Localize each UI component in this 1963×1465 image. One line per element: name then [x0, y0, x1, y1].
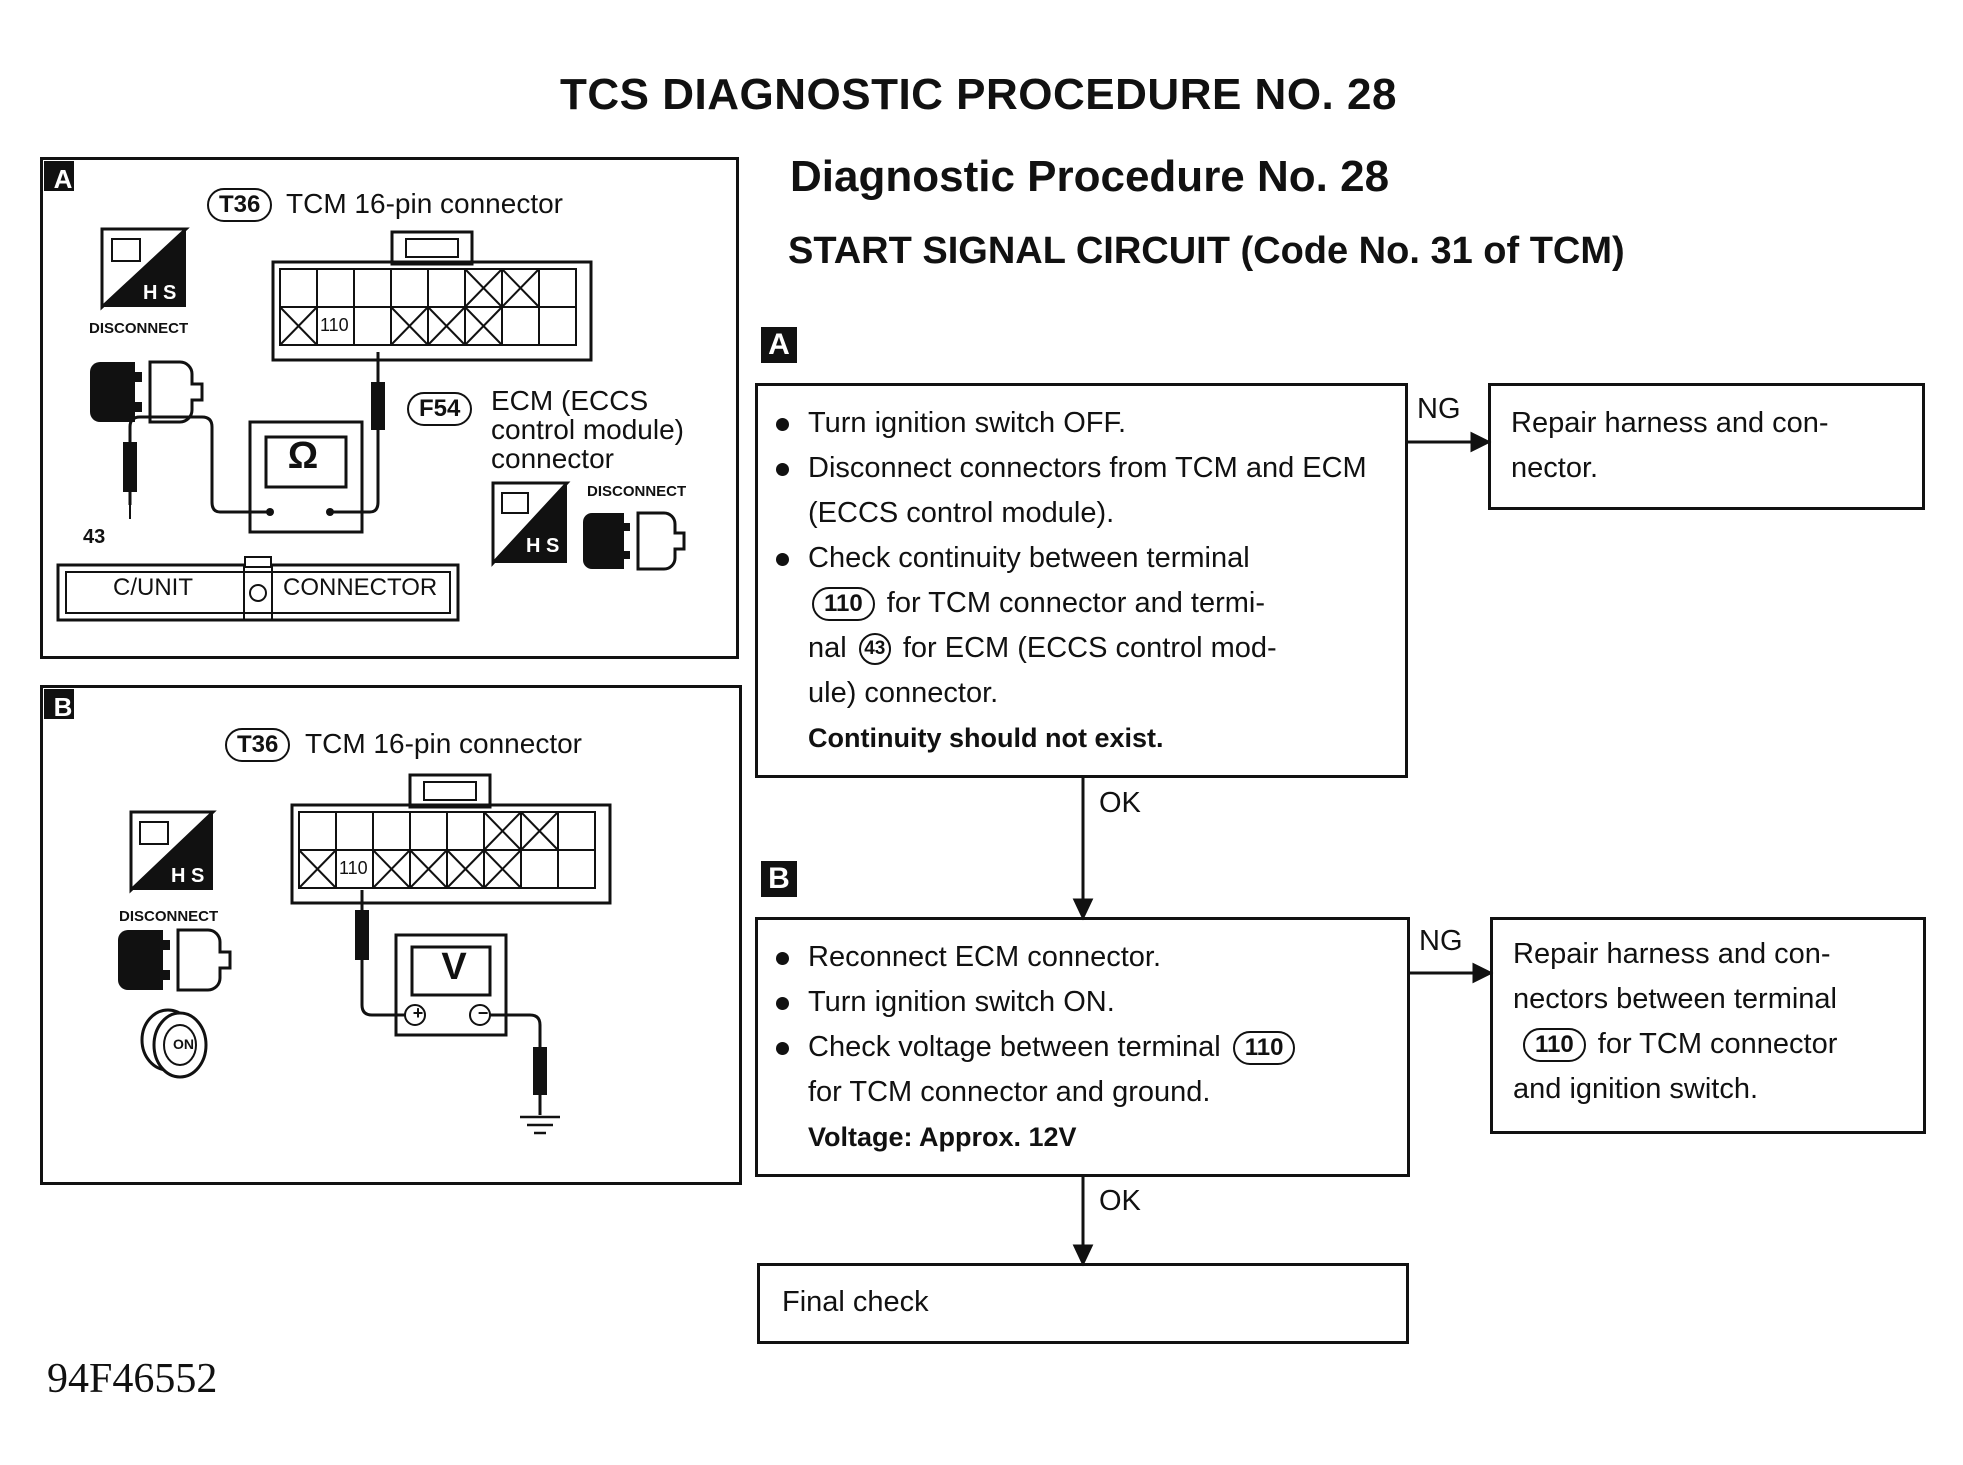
disconnect-icon-a2: [583, 511, 686, 571]
terminal-110-badge-b: 110: [1232, 1031, 1296, 1066]
ground-icon: [520, 1115, 560, 1135]
disconnect-icon-a: [90, 360, 204, 424]
cunit-label: C/UNIT: [113, 574, 193, 601]
result-b-box: Repair harness and con- nectors between …: [1490, 917, 1926, 1134]
minus-terminal: −: [477, 1003, 489, 1023]
disconnect-label-a2: DISCONNECT: [587, 483, 687, 500]
step-b-bullet-1: Reconnect ECM connector.: [772, 935, 1393, 980]
plus-terminal: +: [412, 1003, 424, 1023]
step-a-spec: Continuity should not exist.: [808, 723, 1164, 753]
disconnect-label-a: DISCONNECT: [89, 320, 189, 337]
tcm-label-b: TCM 16-pin connector: [305, 728, 583, 759]
tcm-connector-grid: [279, 268, 577, 346]
hs-icon-a: [100, 227, 190, 311]
step-a-bullet-3: Check continuity between terminal 110 fo…: [772, 536, 1391, 716]
ohmmeter-body: [248, 420, 364, 534]
step-b-spec: Voltage: Approx. 12V: [808, 1122, 1077, 1152]
step-b-bullet-2: Turn ignition switch ON.: [772, 980, 1393, 1025]
hs-icon-b: [129, 810, 217, 894]
probe-wire-110: [330, 352, 380, 514]
tcm-connector-latch: [390, 230, 474, 266]
terminal-110-b: 110: [339, 858, 368, 879]
volt-symbol: V: [441, 946, 467, 988]
ng-label-b: NG: [1419, 925, 1463, 957]
ok-label-a: OK: [1099, 787, 1141, 819]
panel-a-tag-bg: [44, 161, 74, 191]
tcm-ref-a: T36: [207, 188, 273, 222]
terminal-110-badge-c: 110: [1523, 1028, 1586, 1063]
page-title: TCS DIAGNOSTIC PROCEDURE NO. 28: [560, 70, 1397, 119]
ng-label-a: NG: [1417, 393, 1461, 425]
tcm-connector-grid-b: [298, 811, 596, 889]
panel-a-tag: A: [53, 164, 73, 194]
terminal-110-a: 110: [320, 315, 349, 336]
result-a-box: Repair harness and con- nector.: [1488, 383, 1925, 510]
step-b-tag: B: [761, 861, 797, 897]
panel-a-drawing: [44, 161, 686, 622]
probe-wire-110-b: [360, 890, 405, 1017]
step-b-box: Reconnect ECM connector. Turn ignition s…: [755, 917, 1410, 1177]
voltmeter-body: [394, 933, 508, 1037]
ecm-label: ECM (ECCS control module) connector: [491, 385, 684, 474]
panel-b: B T36 TCM 16-pin connector 110 DISCONNEC…: [40, 685, 742, 1185]
hs-label-a2: H S: [526, 535, 560, 557]
procedure-title: Diagnostic Procedure No. 28: [790, 152, 1390, 201]
tcm-ref-b: T36: [225, 728, 291, 762]
step-b-bullet-3: Check voltage between terminal 110 for T…: [772, 1025, 1393, 1115]
ignition-key-icon: [140, 1008, 208, 1079]
ecm-ref: F54: [407, 392, 473, 426]
tcm-label-a: TCM 16-pin connector: [286, 188, 564, 219]
step-a-box: Turn ignition switch OFF. Disconnect con…: [755, 383, 1408, 778]
step-a-tag: A: [761, 327, 797, 363]
disconnect-label-b: DISCONNECT: [119, 908, 219, 925]
hs-label-a: H S: [143, 282, 177, 304]
terminal-110-badge: 110: [812, 587, 875, 622]
hs-label-b: H S: [171, 865, 205, 887]
step-a-bullet-1: Turn ignition switch OFF.: [772, 401, 1391, 446]
probe-wire-43: [128, 415, 270, 514]
step-a-bullet-2: Disconnect connectors from TCM and ECM (…: [772, 446, 1391, 536]
panel-a: A T36 TCM 16-pin connector 110 DISCONNEC…: [40, 157, 739, 659]
circuit-title: START SIGNAL CIRCUIT (Code No. 31 of TCM…: [788, 230, 1625, 272]
panel-b-tag-bg: [44, 689, 74, 719]
hs-icon-a2: [491, 481, 571, 567]
panel-b-drawing: [44, 689, 612, 1135]
terminal-43-badge: 43: [858, 633, 891, 666]
tcm-connector-body: [271, 260, 593, 362]
figure-code: 94F46552: [47, 1356, 218, 1402]
connector-label: CONNECTOR: [283, 574, 438, 601]
disconnect-icon-b: [118, 928, 232, 992]
ok-label-b: OK: [1099, 1185, 1141, 1217]
tcm-connector-body-b: [290, 803, 612, 905]
ohm-symbol: Ω: [287, 435, 319, 477]
panel-b-tag: B: [53, 692, 73, 722]
terminal-43: 43: [83, 526, 106, 548]
key-on-label: ON: [173, 1036, 194, 1052]
probe-wire-ground: [490, 1013, 542, 1115]
